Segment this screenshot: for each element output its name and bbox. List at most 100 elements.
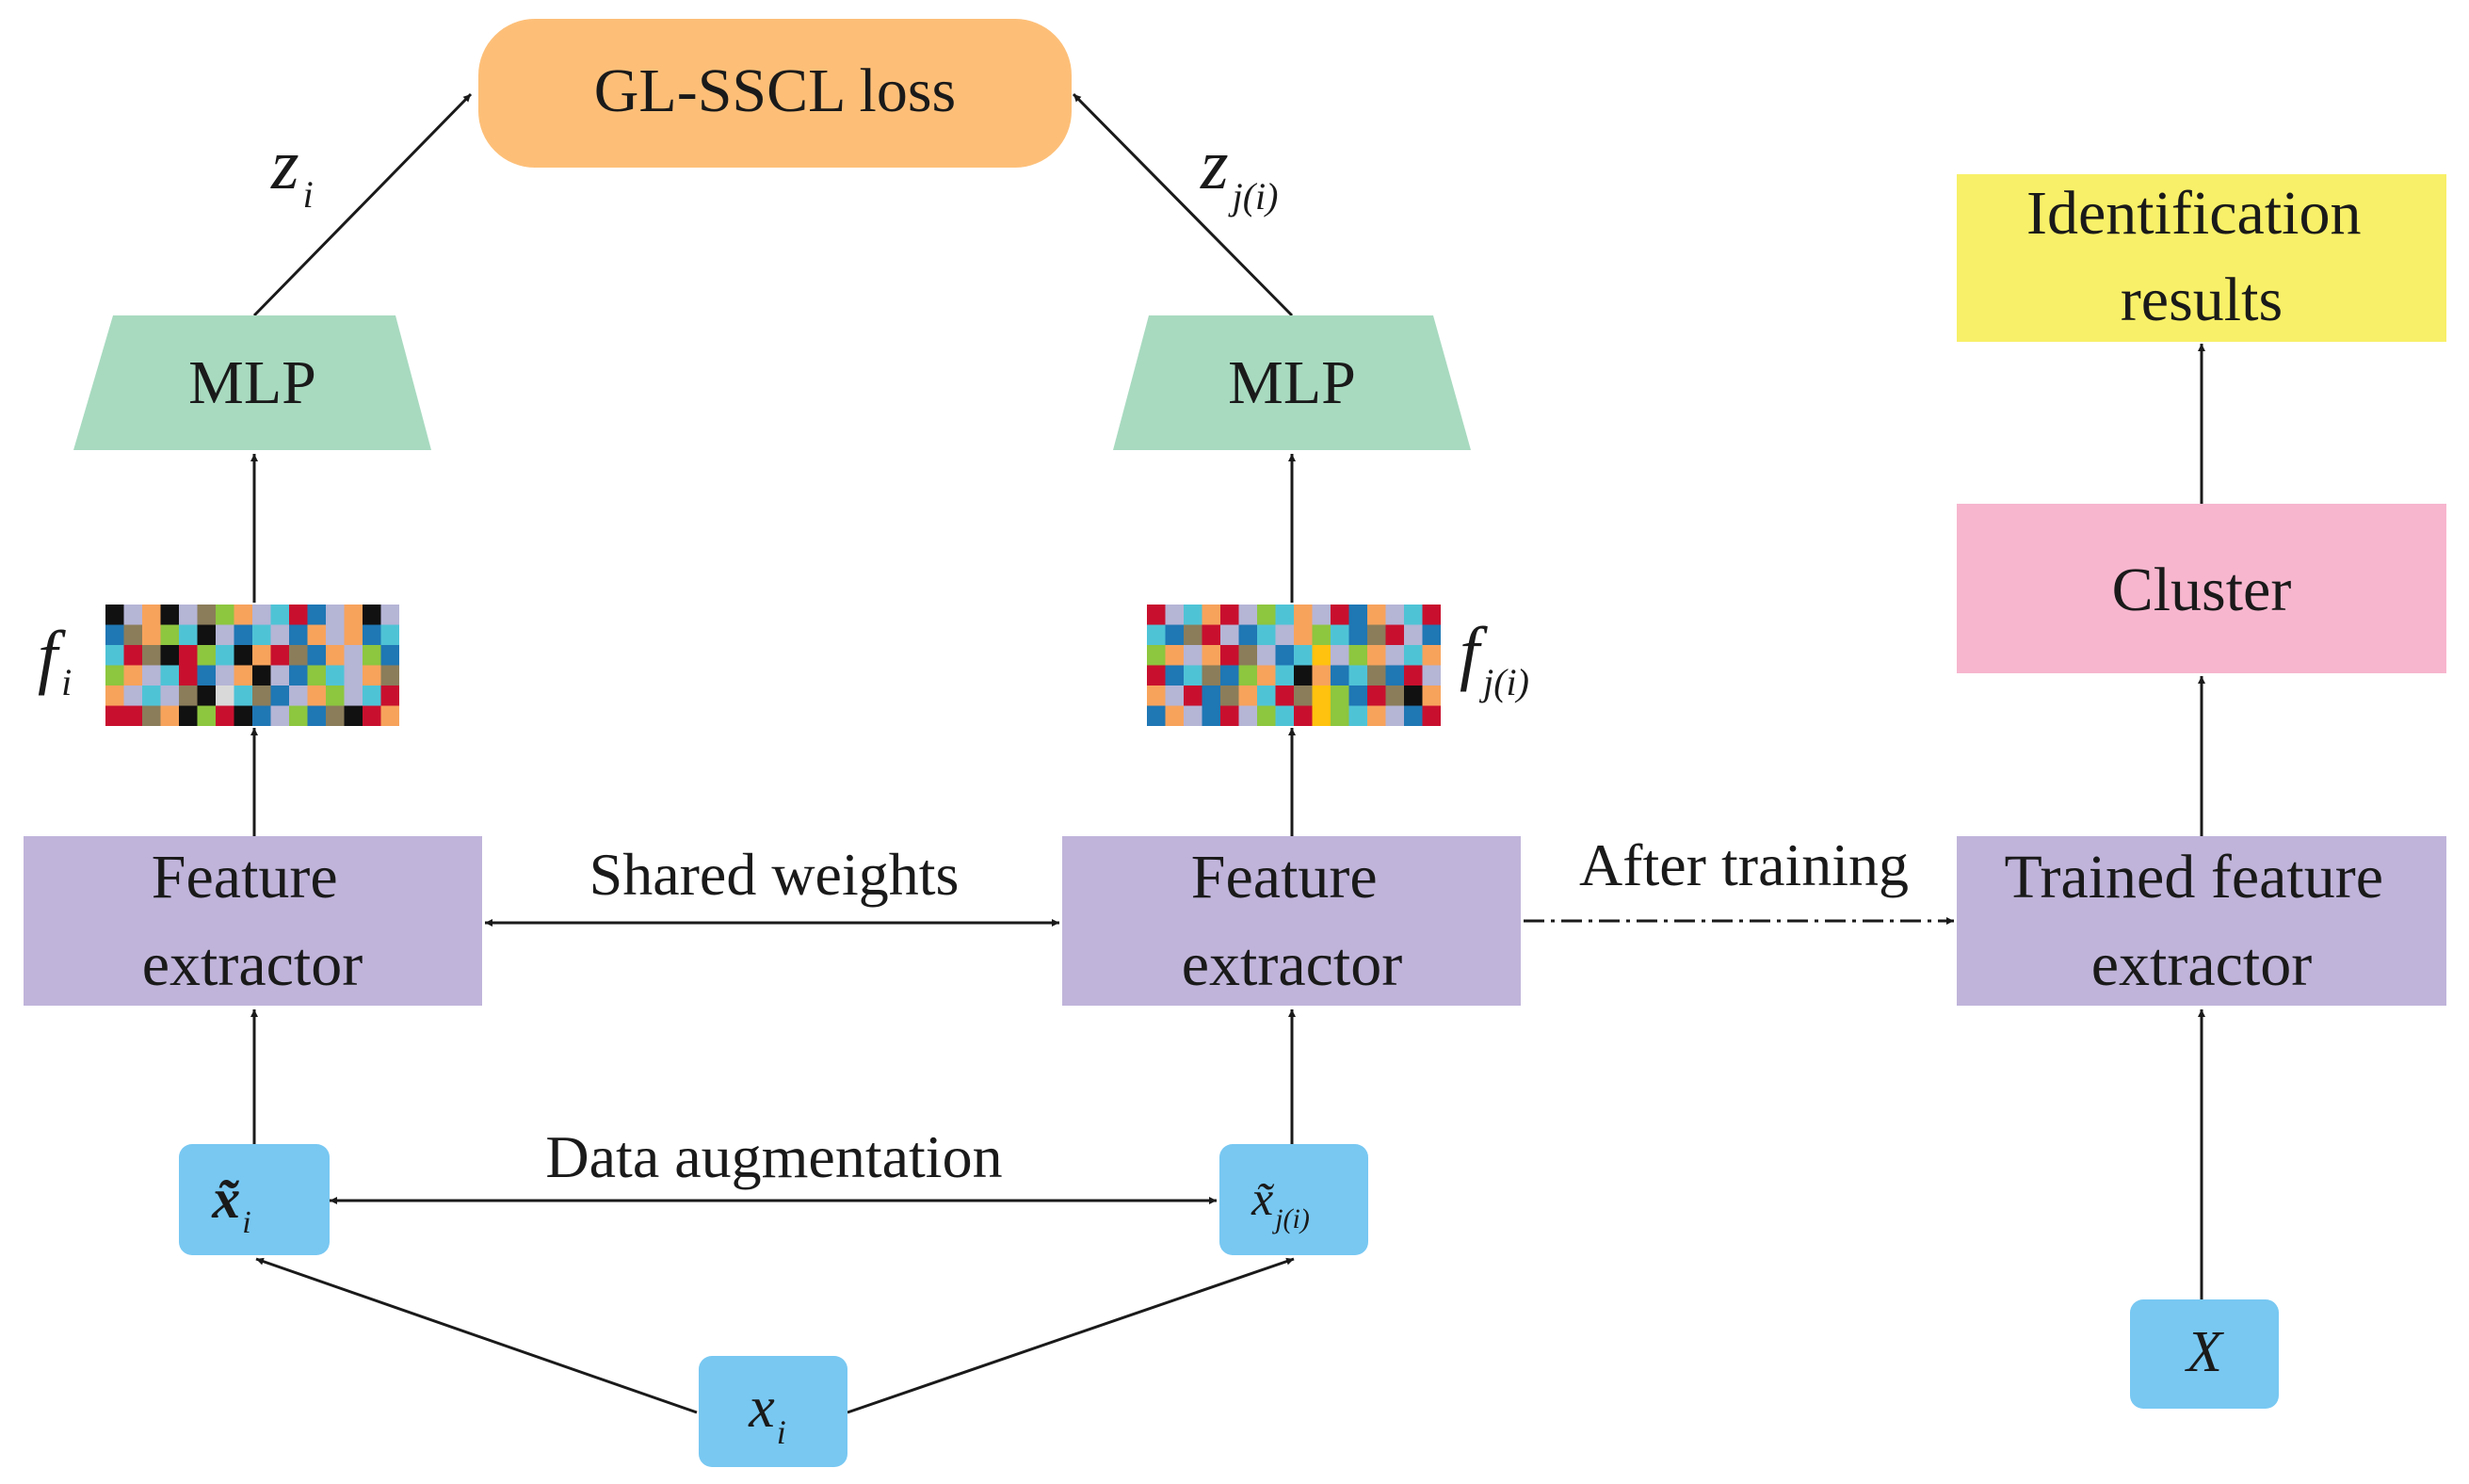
results-label: Identification results — [2026, 179, 2377, 334]
feature-left-cell — [307, 705, 326, 726]
feature-right-cell — [1422, 605, 1441, 625]
feature-left-cell — [216, 705, 234, 726]
feature-right-cell — [1147, 665, 1166, 686]
feature-right-cell — [1312, 665, 1331, 686]
feature-right-cell — [1312, 645, 1331, 666]
feature-left-cell — [307, 645, 326, 666]
feature-right-cell — [1404, 624, 1423, 645]
feature-left-cell — [380, 605, 399, 625]
feature-left-cell — [326, 624, 345, 645]
f-i-sub: i — [61, 661, 72, 703]
feature-right-cell — [1147, 705, 1166, 726]
feature-right-cell — [1385, 665, 1404, 686]
feature-left-cell — [307, 665, 326, 686]
feature-left-cell — [307, 605, 326, 625]
feature-right-cell — [1238, 645, 1257, 666]
edge-mlp-right-to-loss — [1072, 92, 1294, 317]
feature-right-cell — [1367, 686, 1386, 706]
x-tilde-right-sub: j(i) — [1271, 1203, 1310, 1234]
shared-weights-label: Shared weights — [589, 841, 960, 908]
feature-left-cell — [105, 665, 124, 686]
feature-left-cell — [270, 624, 289, 645]
feature-right-cell — [1348, 605, 1367, 625]
feature-right-cell — [1422, 686, 1441, 706]
feature-left-cell — [344, 605, 363, 625]
feature-left-cell — [179, 645, 198, 666]
edge-mlp-left-to-loss — [252, 92, 473, 317]
feature-left-cell — [380, 624, 399, 645]
trained-extractor-label: Trained feature extractor — [2004, 843, 2398, 999]
feature-right-cell — [1202, 705, 1220, 726]
feature-left-cell — [160, 605, 179, 625]
feature-right-cell — [1422, 705, 1441, 726]
x-tilde-left-box — [179, 1144, 330, 1255]
feature-right-cell — [1422, 665, 1441, 686]
mlp-right-shape — [1113, 315, 1471, 450]
feature-right-cell — [1220, 605, 1239, 625]
feature-left-cell — [160, 705, 179, 726]
feature-left-cell — [142, 705, 161, 726]
extractor-right-line1: Feature — [1191, 843, 1378, 911]
feature-left-cell — [363, 624, 381, 645]
feature-right-cell — [1331, 686, 1349, 706]
extractor-right-label: Feature extractor — [1182, 843, 1403, 999]
extractor-left-line1: Feature — [152, 843, 338, 911]
feature-left-cell — [380, 645, 399, 666]
feature-left-cell — [363, 705, 381, 726]
feature-left-cell — [326, 665, 345, 686]
x-tilde-left-label: x̃i — [211, 1168, 250, 1240]
extractor-right-node: Feature extractor — [1062, 836, 1521, 1006]
extractor-left-label: Feature extractor — [142, 843, 363, 999]
edge-xi-to-xtilde-right — [847, 1257, 1295, 1414]
feature-left-cell — [252, 686, 271, 706]
feature-right-cell — [1294, 624, 1313, 645]
z-ji-base: z — [1200, 125, 1229, 204]
feature-right-cell — [1367, 665, 1386, 686]
x-tilde-left-sub: i — [242, 1205, 250, 1240]
feature-left-cell — [344, 624, 363, 645]
feature-right-cell — [1348, 624, 1367, 645]
feature-right-cell — [1385, 605, 1404, 625]
mlp-left-shape — [73, 315, 431, 450]
extractor-left-node: Feature extractor — [24, 836, 482, 1006]
feature-right-cell — [1257, 645, 1276, 666]
feature-right-cell — [1275, 605, 1294, 625]
feature-right-cell — [1294, 645, 1313, 666]
extractor-left-line2: extractor — [142, 930, 363, 999]
feature-left-cell — [142, 624, 161, 645]
feature-right-cell — [1184, 705, 1202, 726]
cluster-label: Cluster — [2112, 556, 2292, 624]
feature-right-cell — [1404, 605, 1423, 625]
mlp-right-label: MLP — [1228, 348, 1356, 417]
edges — [250, 92, 2205, 1414]
feature-left-cell — [344, 686, 363, 706]
feature-right-cell — [1275, 665, 1294, 686]
X-box — [2130, 1299, 2279, 1409]
feature-left-cell — [197, 645, 216, 666]
results-line2: results — [2121, 266, 2283, 334]
feature-left-cell — [234, 645, 252, 666]
x-tilde-left-node: x̃i — [179, 1144, 330, 1255]
feature-right-cell — [1220, 705, 1239, 726]
cluster-box — [1957, 504, 2446, 673]
feature-left-cell — [380, 665, 399, 686]
feature-right-cell — [1257, 686, 1276, 706]
x-tilde-right-label: x̃j(i) — [1251, 1172, 1310, 1234]
feature-left-cell — [363, 605, 381, 625]
feature-left-cell — [123, 624, 142, 645]
feature-right-cell — [1184, 665, 1202, 686]
feature-right-cell — [1165, 686, 1184, 706]
f-ji-sub: j(i) — [1478, 661, 1529, 703]
feature-left-cell — [123, 686, 142, 706]
feature-right-cell — [1404, 665, 1423, 686]
feature-left-cell — [344, 665, 363, 686]
feature-right-cell — [1184, 645, 1202, 666]
feature-left-cell — [344, 645, 363, 666]
feature-left-cell — [252, 605, 271, 625]
feature-right-cell — [1275, 624, 1294, 645]
feature-right-cell — [1202, 686, 1220, 706]
feature-right-cell — [1348, 686, 1367, 706]
mlp-left-node: MLP — [73, 315, 431, 450]
